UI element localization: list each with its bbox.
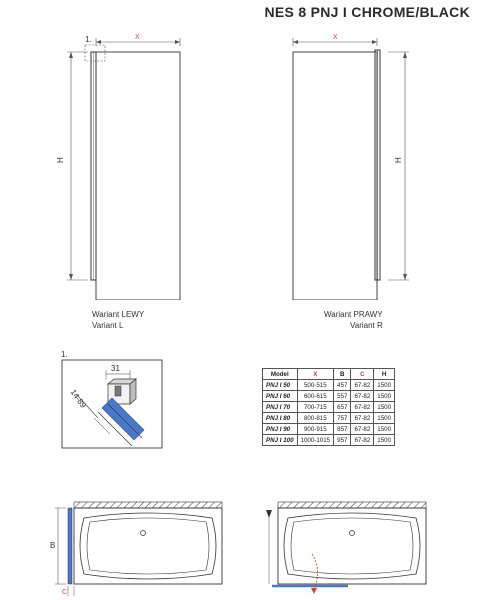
cell-b: 657 [333, 401, 352, 413]
left-dim-h: H [56, 157, 65, 163]
cell-h: 1500 [373, 434, 396, 446]
detail-dim-top: 31 [111, 364, 120, 373]
spec-table-header: Model X B C H [262, 368, 396, 380]
table-row: PNJ I 70 700-715 657 67-82 1500 [262, 401, 396, 413]
detail-profile: 1. 31 14-89 [61, 350, 163, 449]
cell-c: 67-82 [350, 390, 375, 402]
cell-x: 800-815 [296, 412, 335, 424]
cell-c: 67-82 [350, 412, 375, 424]
left-detail-ref: 1. [85, 35, 92, 44]
table-row: PNJ I 80 800-815 757 67-82 1500 [262, 412, 396, 424]
left-variant-label-pl: Wariant LEWY [92, 310, 145, 319]
page-title: NES 8 PNJ I CHROME/BLACK [264, 4, 470, 20]
cell-x: 500-515 [296, 379, 335, 391]
left-plan-view [55, 501, 223, 596]
cell-h: 1500 [373, 390, 396, 402]
table-row: PNJ I 100 1000-1015 957 67-82 1500 [262, 434, 396, 446]
col-h: H [373, 368, 396, 380]
cell-b: 757 [333, 412, 352, 424]
cell-model: PNJ I 100 [262, 434, 298, 446]
cell-x: 900-915 [296, 423, 335, 435]
cell-c: 67-82 [350, 401, 375, 413]
cell-x: 1000-1015 [296, 434, 335, 446]
elevation-views: X H 1. X H [56, 34, 409, 300]
cell-b: 857 [333, 423, 352, 435]
cell-h: 1500 [373, 379, 396, 391]
table-row: PNJ I 50 500-515 457 67-82 1500 [262, 379, 396, 391]
cell-x: 600-615 [296, 390, 335, 402]
plan-dim-b: B [50, 541, 55, 550]
right-variant-label-en: Variant R [350, 321, 383, 330]
col-b: B [333, 368, 352, 380]
cell-c: 67-82 [350, 379, 375, 391]
left-variant-elevation [67, 38, 181, 300]
right-plan-view [266, 501, 427, 594]
col-c: C [350, 368, 375, 380]
cell-b: 457 [333, 379, 352, 391]
table-row: PNJ I 60 600-615 557 67-82 1500 [262, 390, 396, 402]
left-variant-label-en: Variant L [92, 321, 124, 330]
cell-x: 700-715 [296, 401, 335, 413]
cell-b: 957 [333, 434, 352, 446]
cell-c: 67-82 [350, 423, 375, 435]
cell-h: 1500 [373, 423, 396, 435]
plan-dim-c: C [62, 589, 67, 596]
table-row: PNJ I 90 900-915 857 67-82 1500 [262, 423, 396, 435]
right-variant-elevation [292, 38, 409, 300]
cell-c: 67-82 [350, 434, 375, 446]
right-dim-h: H [394, 157, 403, 163]
col-x: X [296, 368, 335, 380]
cell-model: PNJ I 90 [262, 423, 298, 435]
cell-b: 557 [333, 390, 352, 402]
cell-model: PNJ I 70 [262, 401, 298, 413]
right-dim-x: X [333, 34, 338, 41]
cell-model: PNJ I 60 [262, 390, 298, 402]
col-model: Model [262, 368, 298, 380]
detail-dim-side: 14-89 [69, 388, 88, 410]
cell-h: 1500 [373, 401, 396, 413]
plan-views: B C [50, 501, 427, 596]
spec-table: Model X B C H PNJ I 50 500-515 457 67-82… [262, 368, 396, 446]
detail-ref: 1. [61, 350, 68, 359]
left-dim-x: X [135, 34, 140, 41]
right-variant-label-pl: Wariant PRAWY [324, 310, 383, 319]
cell-h: 1500 [373, 412, 396, 424]
cell-model: PNJ I 80 [262, 412, 298, 424]
cell-model: PNJ I 50 [262, 379, 298, 391]
